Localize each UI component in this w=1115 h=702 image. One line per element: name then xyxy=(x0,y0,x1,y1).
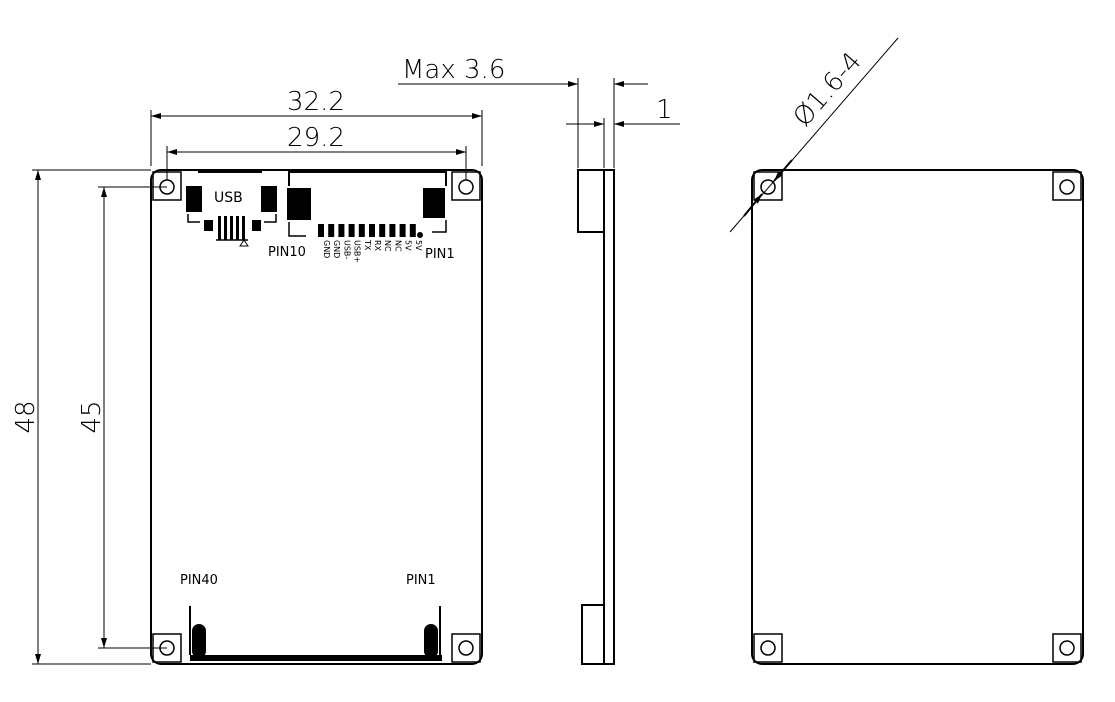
side-top-component xyxy=(577,169,605,233)
dim-width-overall: 32.2 xyxy=(150,87,483,166)
dim-width-holes-text: 29.2 xyxy=(287,123,345,153)
pin1-bottom-label: PIN1 xyxy=(406,573,436,588)
header-pin-pad xyxy=(389,224,396,237)
header-pin-pad xyxy=(358,224,365,237)
dim-height-overall: 48 xyxy=(11,169,151,665)
dim-width-overall-text: 32.2 xyxy=(287,87,345,117)
side-view: Max 3.6 1 xyxy=(398,55,680,665)
header-pin-pad xyxy=(379,224,386,237)
header-pin-label: GND xyxy=(332,240,341,258)
side-board-outline xyxy=(603,169,615,665)
front-board-outline xyxy=(150,169,483,665)
pin1-top-label: PIN1 xyxy=(425,247,455,262)
fpc-connector-40: PIN40 PIN1 xyxy=(180,573,442,661)
header-pin-label: USB- xyxy=(342,240,351,259)
header-pin-pad xyxy=(369,224,375,237)
usb-pins xyxy=(216,216,248,241)
dim-hole-diameter: Ø1.6-4 xyxy=(729,37,899,233)
pin10-label: PIN10 xyxy=(268,245,306,260)
back-view: Ø1.6-4 xyxy=(729,37,1084,665)
dim-height-holes: 45 xyxy=(77,186,167,649)
dim-board-thickness-text: 1 xyxy=(656,95,673,125)
header-pin-label: TX xyxy=(363,239,372,251)
header-pin-label: NC xyxy=(383,240,392,252)
dim-height-overall-text: 48 xyxy=(11,400,41,433)
dim-max-thickness-text: Max 3.6 xyxy=(402,55,505,85)
usb-connector: USB xyxy=(186,171,277,247)
header-pin-pad xyxy=(399,224,406,237)
header-pin-pads xyxy=(318,224,416,237)
header-pin-label: USB+ xyxy=(353,240,362,263)
back-mount-holes xyxy=(753,171,1082,663)
header-pin-label: GND xyxy=(322,240,331,258)
header-pin-label: NC xyxy=(393,240,402,252)
usb-label: USB xyxy=(214,190,243,206)
back-board-outline xyxy=(751,169,1084,665)
header-pin-pad xyxy=(409,224,416,237)
dim-board-thickness: 1 xyxy=(566,95,680,168)
dim-max-thickness: Max 3.6 xyxy=(398,55,648,168)
dim-width-holes: 29.2 xyxy=(166,123,467,180)
header-pin-pad xyxy=(338,224,345,237)
side-bottom-component xyxy=(581,604,605,665)
header-pin-pad xyxy=(318,224,324,237)
pin40-label: PIN40 xyxy=(180,573,218,588)
dim-height-holes-text: 45 xyxy=(77,400,107,433)
header-pin-label: 5V xyxy=(404,240,413,251)
front-mount-holes xyxy=(152,171,481,663)
header-pin-label: 5V xyxy=(414,240,423,251)
header-pin-label: RX xyxy=(373,240,382,252)
header-pin-pad xyxy=(348,224,355,237)
header-pin-pad xyxy=(328,224,335,237)
